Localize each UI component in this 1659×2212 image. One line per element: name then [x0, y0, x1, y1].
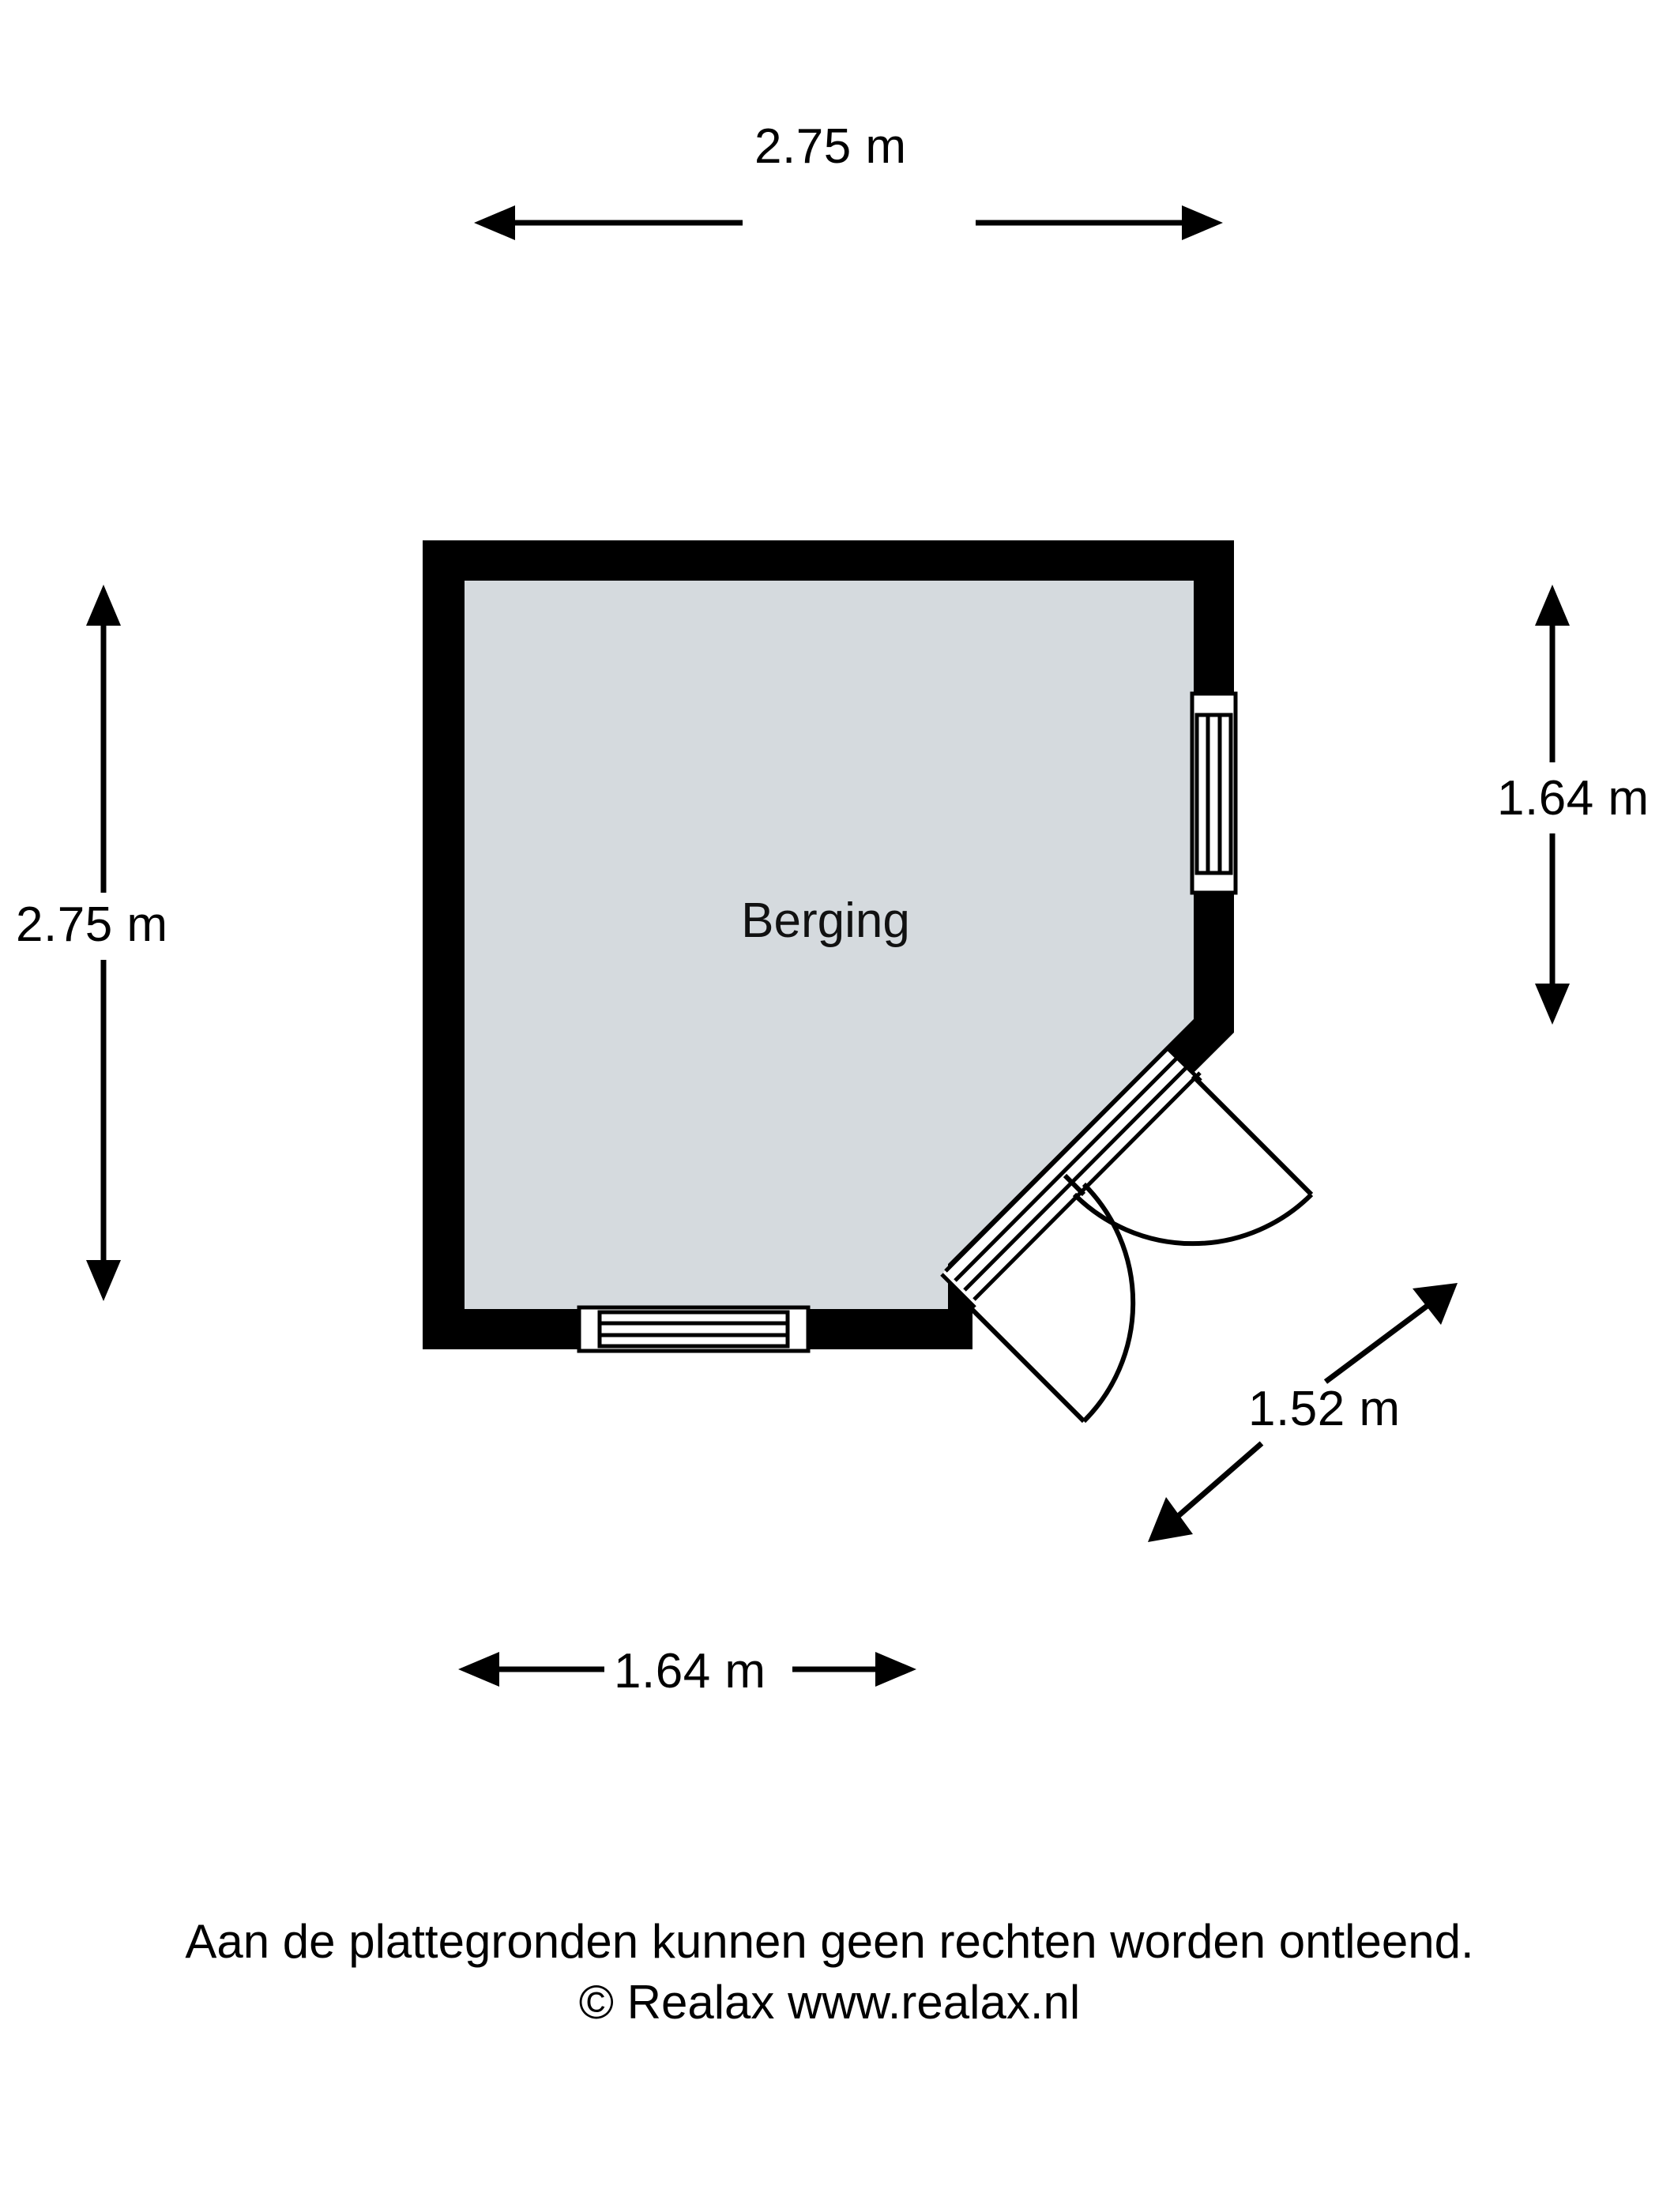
dimension-arrow-right: [1535, 585, 1570, 1025]
door-opening-diagonal: [940, 1043, 1202, 1309]
door-leaf-upper: [1072, 1074, 1314, 1247]
door-leaf-lower: [963, 1182, 1136, 1424]
door-hinge-marks: [1063, 1173, 1086, 1197]
dimension-label-top: 2.75 m: [754, 119, 907, 174]
dimension-arrow-top: [474, 205, 1223, 240]
dimension-label-left: 2.75 m: [16, 897, 168, 952]
dimension-label-bottom: 1.64 m: [614, 1644, 766, 1698]
dimension-arrow-left: [86, 585, 121, 1301]
room-floor-fill: [465, 581, 1194, 1309]
footer-line-disclaimer: Aan de plattegronden kunnen geen rechten…: [185, 1915, 1474, 1968]
window-right-wall: [1190, 691, 1238, 895]
dimension-label-diagonal: 1.52 m: [1248, 1382, 1401, 1436]
footer-disclaimer: Aan de plattegronden kunnen geen rechten…: [0, 1912, 1659, 2033]
footer-line-copyright: © Realax www.realax.nl: [578, 1975, 1081, 2029]
dimension-arrow-diagonal: [1148, 1283, 1458, 1542]
dimension-arrow-bottom: [458, 1652, 916, 1687]
dimension-label-right: 1.64 m: [1497, 771, 1650, 826]
window-bottom-wall: [577, 1305, 811, 1353]
